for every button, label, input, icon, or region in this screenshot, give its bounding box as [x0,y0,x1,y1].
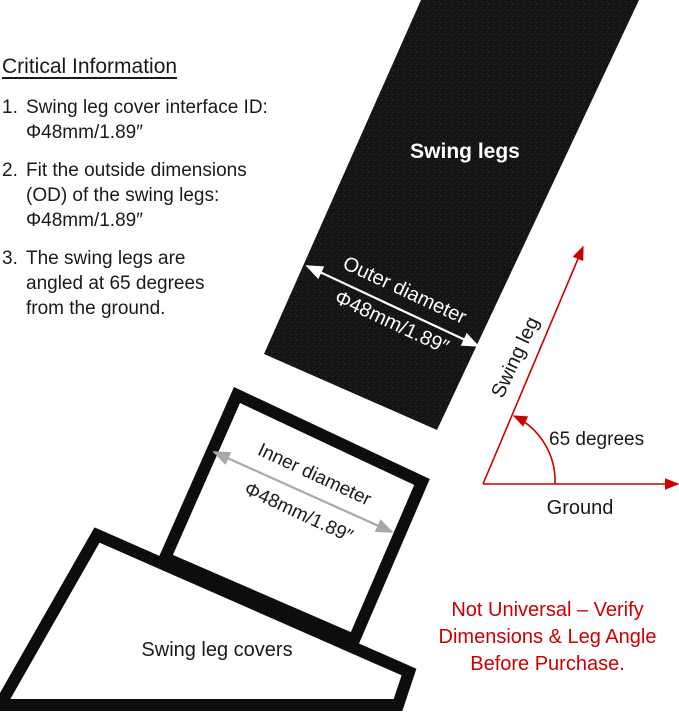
list-item: 3. The swing legs are angled at 65 degre… [2,246,322,321]
list-item-number: 1. [2,97,18,118]
inner-diameter-arrow [212,450,394,534]
list-item-line: angled at 65 degrees [26,273,205,294]
warning-line: Not Universal – Verify [451,599,644,621]
list-item-line: (OD) of the swing legs: [26,185,220,206]
list-item-line: from the ground. [26,298,166,319]
ground-label: Ground [547,497,614,519]
critical-info-title: Critical Information [2,55,178,78]
swing-leg-axis-label: Swing leg [487,314,544,402]
list-item: 1. Swing leg cover interface ID: Φ48mm/1… [2,95,322,145]
swing-leg-label: Swing legs [410,140,520,163]
list-item-line: Φ48mm/1.89″ [26,122,143,143]
cover-label: Swing leg covers [141,639,292,661]
list-item-number: 2. [2,160,18,181]
list-item-line: Φ48mm/1.89″ [26,210,143,231]
angle-arc [512,415,556,485]
list-item-line: The swing legs are [26,248,186,269]
cover-base-wedge [0,527,417,711]
list-item-line: Fit the outside dimensions [26,160,247,181]
angle-label: 65 degrees [549,429,644,450]
list-item-line: Swing leg cover interface ID: [26,97,268,118]
critical-information: Critical Information 1. Swing leg cover … [2,55,322,334]
warning-line: Before Purchase. [470,653,625,675]
critical-info-list: 1. Swing leg cover interface ID: Φ48mm/1… [2,95,322,321]
list-item-number: 3. [2,248,18,269]
compatibility-warning: Not Universal – Verify Dimensions & Leg … [405,597,679,678]
list-item: 2. Fit the outside dimensions (OD) of th… [2,158,322,233]
warning-line: Dimensions & Leg Angle [438,626,657,648]
outer-diameter-arrow [305,265,480,347]
swing-leg-arrow [482,245,584,485]
